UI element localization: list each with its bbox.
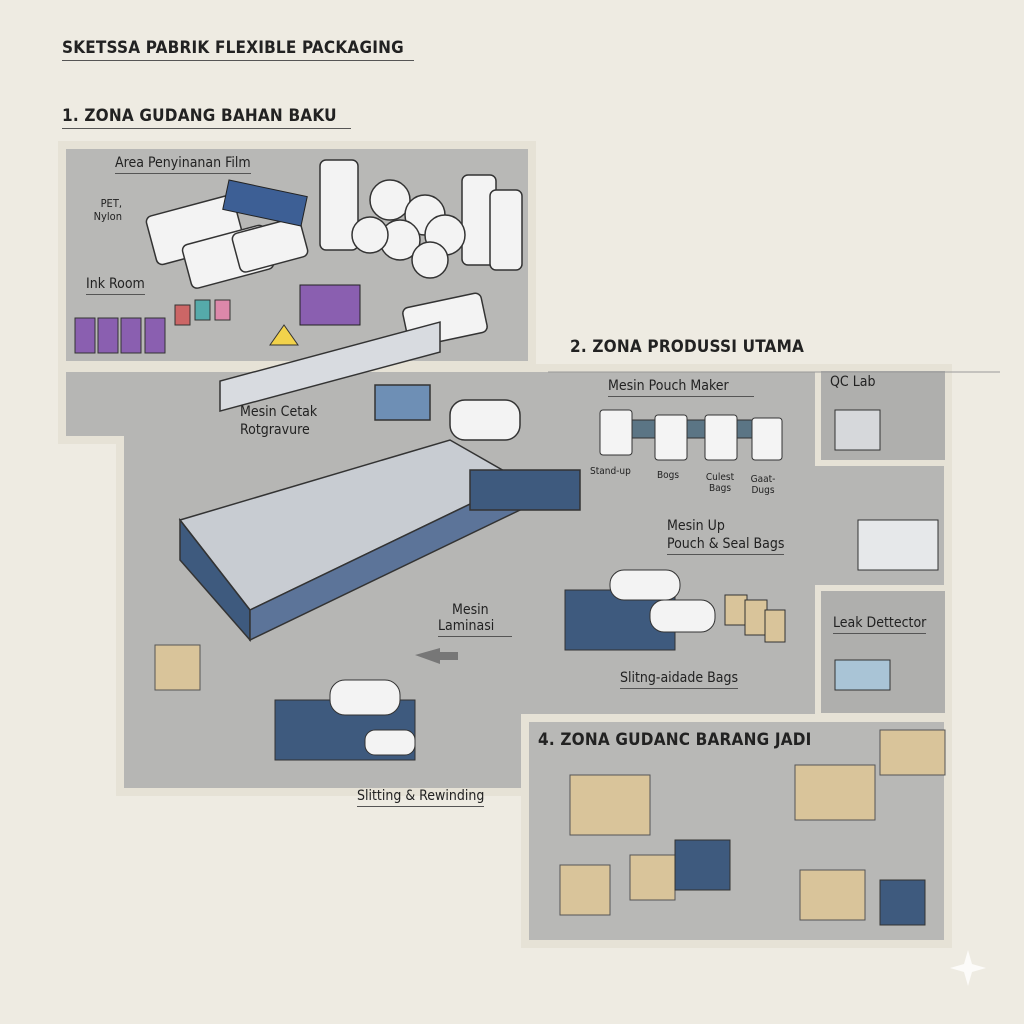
- zone-1-title: 1. ZONA GUDANG BAHAN BAKU: [62, 106, 351, 129]
- pouch-type-label: Culest Bags: [705, 472, 735, 494]
- slitting-label: Slitting & Rewinding: [357, 788, 485, 807]
- lamination-label-line1: Mesin: [452, 602, 489, 618]
- leak-detector-label: Leak Dettector: [833, 615, 927, 634]
- sparkle-icon: [950, 950, 986, 986]
- ink-cans: [74, 299, 231, 354]
- film-types-label: PET, Nylon: [93, 197, 122, 223]
- ink-room-label: Ink Room: [86, 276, 145, 295]
- ink-mixer: [299, 284, 361, 326]
- pouch-maker-label: Mesin Pouch Maker: [608, 378, 754, 397]
- slitting-machine: [274, 679, 416, 761]
- pallet-boxes: [154, 644, 946, 921]
- pouch-type-label: Stand-up: [590, 466, 631, 477]
- printing-machine-label: Mesin Cetak Rotgravure: [240, 404, 318, 438]
- lamination-label-line2: Laminasi: [438, 618, 513, 637]
- qc-lab-label: QC Lab: [830, 374, 876, 390]
- leak-detector-room: [815, 585, 951, 719]
- zone-4-title: 4. ZONA GUDANC BARANG JADI: [538, 730, 812, 750]
- zone-2-title: 2. ZONA PRODUSSI UTAMA: [570, 337, 805, 357]
- up-pouch-label-line2: Pouch & Seal Bags: [667, 536, 785, 555]
- direction-arrow: [415, 648, 458, 664]
- slitting-bags-label: Slitng-aidade Bags: [620, 670, 739, 689]
- pouch-type-label: Gaat-Dugs: [750, 474, 776, 496]
- hazard-sign: [269, 324, 299, 346]
- rotogravure-machine: [178, 321, 581, 642]
- kraft-bags: [724, 594, 786, 643]
- area-film-label: Area Penyinanan Film: [115, 155, 251, 174]
- page-title: SKETSSA PABRIK FLEXIBLE PACKAGING: [62, 38, 414, 61]
- pouches: [599, 409, 783, 461]
- pouch-type-label: Bogs: [657, 470, 680, 481]
- leak-test-tank: [834, 659, 891, 691]
- film-case: [222, 179, 308, 227]
- up-pouch-label-line1: Mesin Up: [667, 518, 725, 534]
- film-rolls: [145, 159, 523, 348]
- forklifts: [674, 839, 926, 926]
- testing-station: [857, 519, 939, 571]
- seal-bag-machine: [564, 569, 716, 651]
- qc-instrument: [834, 409, 881, 451]
